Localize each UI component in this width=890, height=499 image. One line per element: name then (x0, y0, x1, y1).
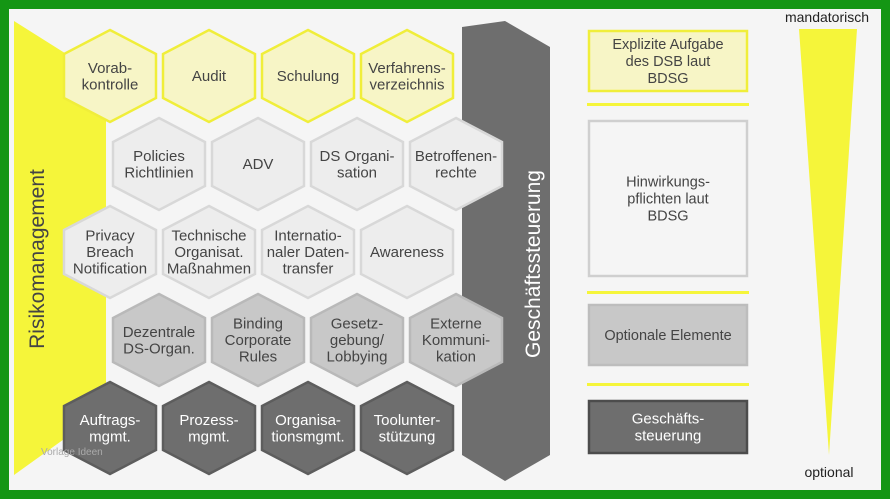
hex-label: DS-Organ. (123, 340, 195, 357)
legend-label: Hinwirkungs- (626, 175, 710, 191)
legend-divider (587, 291, 749, 294)
hex-label: Gesetz- (331, 316, 384, 333)
hex-label: DS Organi- (319, 148, 394, 165)
hex-tile (408, 116, 504, 212)
hex-label: Kommuni- (422, 332, 490, 349)
hex-label: Organisa- (275, 412, 341, 429)
hex-label: Richtlinien (124, 164, 193, 181)
hex-label: Externe (430, 316, 482, 333)
legend-box (587, 399, 749, 455)
hex-label: mgmt. (188, 428, 230, 445)
legend-label: steuerung (635, 428, 702, 445)
risk-band (14, 21, 106, 475)
hex-tile (260, 380, 356, 476)
hex-label: Technische (171, 228, 246, 245)
legend-box (587, 303, 749, 367)
scale-bottom-label: optional (804, 464, 853, 480)
hex-tile (260, 28, 356, 124)
hex-label: verzeichnis (369, 76, 444, 93)
hex-tile (161, 28, 257, 124)
legend-box (587, 29, 749, 93)
hex-label: Verfahrens- (368, 60, 446, 77)
hex-tile (359, 204, 455, 300)
legend-label: Geschäfts- (632, 411, 705, 428)
hex-label: Schulung (277, 68, 340, 85)
legend-divider (587, 103, 749, 106)
hex-tile (161, 380, 257, 476)
hex-label: Vorab- (88, 60, 132, 77)
legend-label: BDSG (647, 71, 688, 87)
hex-tile (309, 116, 405, 212)
hex-label: tionsmgmt. (271, 428, 344, 445)
hex-label: Dezentrale (123, 324, 196, 341)
hex-label: kation (436, 349, 476, 366)
hex-label: Awareness (370, 244, 444, 261)
risk-label: Risikomanagement (26, 169, 49, 349)
hex-label: Prozess- (179, 412, 238, 429)
legend-label: Optionale Elemente (604, 328, 731, 344)
hex-label: mgmt. (89, 428, 131, 445)
hex-label: sation (337, 164, 377, 181)
hex-tile (210, 292, 306, 388)
hex-tile (62, 380, 158, 476)
hex-label: Maßnahmen (167, 261, 251, 278)
hex-label: gebung/ (330, 332, 385, 349)
hex-tile (408, 292, 504, 388)
hex-label: stützung (379, 428, 436, 445)
hex-label: Notification (73, 261, 147, 278)
hex-label: Breach (86, 244, 134, 261)
legend-label: BDSG (647, 209, 688, 225)
hex-tile (359, 28, 455, 124)
hex-tile (62, 204, 158, 300)
hex-label: Lobbying (327, 349, 388, 366)
hex-label: Organisat. (174, 244, 243, 261)
hex-tile (210, 116, 306, 212)
watermark: Vorlage Ideen (41, 447, 103, 458)
hex-label: Corporate (225, 332, 292, 349)
hex-label: Audit (192, 68, 227, 85)
hex-tile (111, 116, 207, 212)
hex-label: Rules (239, 349, 277, 366)
hex-label: Betroffenen- (415, 148, 497, 165)
hex-label: kontrolle (82, 76, 139, 93)
hex-label: Policies (133, 148, 185, 165)
hex-label: rechte (435, 164, 477, 181)
legend-divider (587, 383, 749, 386)
scale-wedge (799, 29, 857, 455)
hex-tile (309, 292, 405, 388)
legend-box (587, 119, 749, 278)
hex-label: Privacy (85, 228, 135, 245)
hex-tile (359, 380, 455, 476)
scale-top-label: mandatorisch (785, 9, 869, 25)
hex-label: Internatio- (274, 228, 342, 245)
hex-tile (111, 292, 207, 388)
hex-label: ADV (243, 156, 274, 173)
hex-label: transfer (283, 261, 334, 278)
diagram-canvas: Risikomanagement Geschäftssteuerung Vora… (9, 9, 881, 490)
hex-label: Auftrags- (80, 412, 141, 429)
hex-tile (62, 28, 158, 124)
legend-label: des DSB laut (626, 54, 711, 70)
hex-tile (260, 204, 356, 300)
hex-label: naler Daten- (267, 244, 350, 261)
hex-label: Toolunter- (374, 412, 441, 429)
legend-label: Explizite Aufgabe (612, 37, 723, 53)
hex-tile (161, 204, 257, 300)
governance-label: Geschäftssteuerung (522, 170, 545, 358)
hex-label: Binding (233, 316, 283, 333)
legend-label: pflichten laut (627, 192, 708, 208)
hex-grid: Vorab-kontrolle Audit Schulung Verfahrens-v… (62, 28, 504, 476)
diagram-svg: Risikomanagement Geschäftssteuerung Vora… (14, 9, 869, 481)
